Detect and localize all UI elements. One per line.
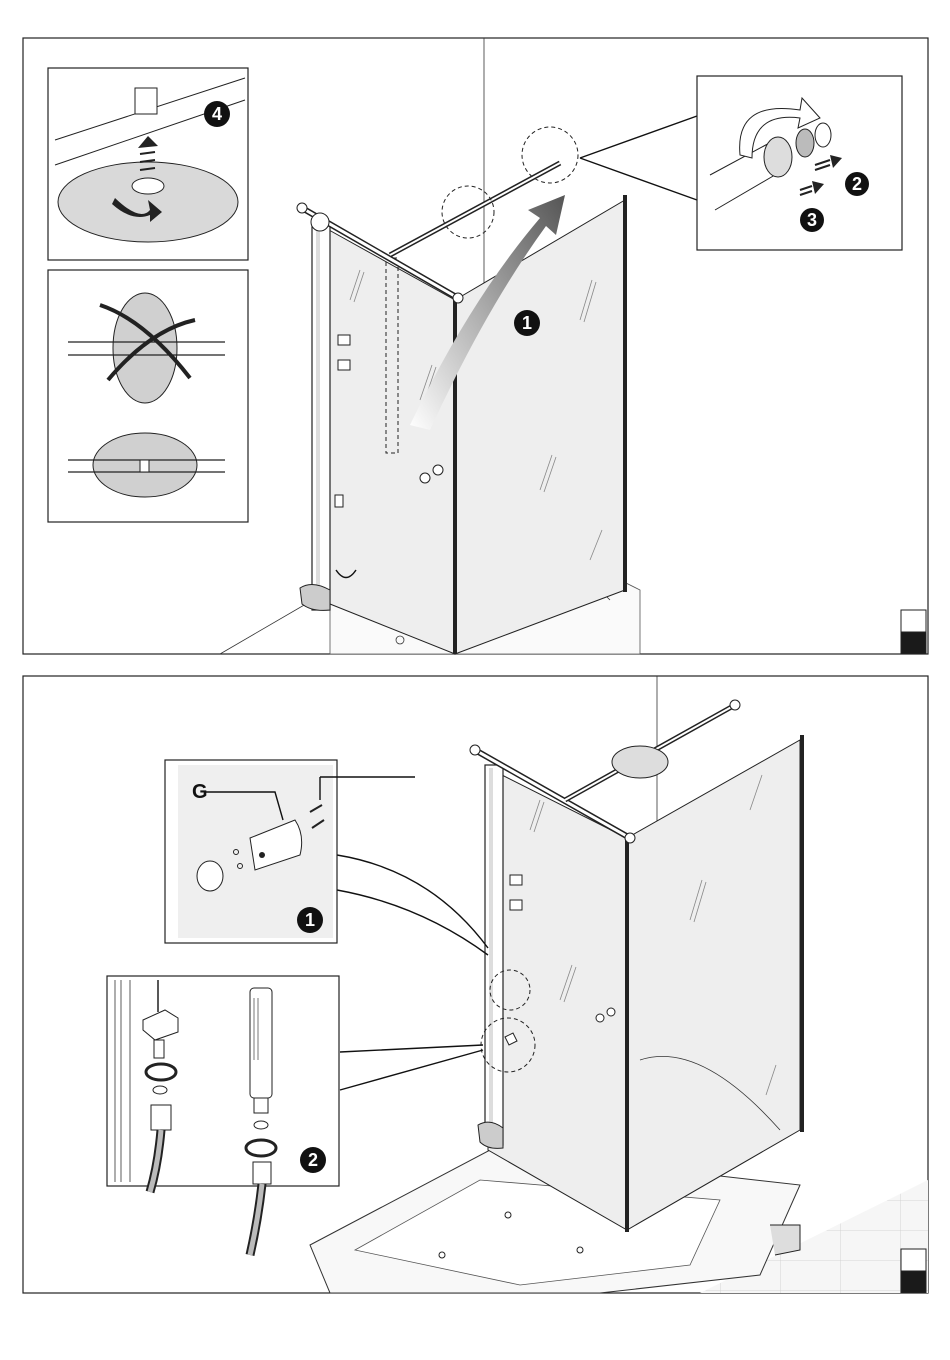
part-label-g: G bbox=[192, 781, 208, 803]
step-badge-2-text: 2 bbox=[852, 174, 862, 194]
step-badge-1-text: 1 bbox=[522, 313, 532, 333]
step-badge-4-text: 4 bbox=[212, 104, 222, 124]
detail-box-shower-head: 4 bbox=[48, 68, 248, 260]
shower-column bbox=[312, 225, 330, 610]
detail-box-rotate: 2 3 bbox=[697, 76, 902, 250]
panel-top: 1 2 3 bbox=[23, 38, 928, 654]
corner-box-black bbox=[901, 1271, 926, 1293]
detail-box-orientation bbox=[48, 270, 248, 522]
corner-box-black bbox=[901, 632, 926, 654]
step-badge-3-text: 3 bbox=[807, 210, 817, 230]
hand-shower bbox=[250, 988, 272, 1098]
glass-panel-front bbox=[488, 768, 627, 1230]
corner-box-white bbox=[901, 610, 926, 632]
shower-head bbox=[612, 746, 668, 778]
step-badge-1-text: 1 bbox=[305, 910, 315, 930]
cap-part bbox=[197, 861, 223, 891]
glass-panel-front bbox=[320, 225, 455, 654]
step-badge-2-text: 2 bbox=[308, 1150, 318, 1170]
panel-bottom: G 1 bbox=[23, 676, 928, 1293]
corner-box-white bbox=[901, 1249, 926, 1271]
